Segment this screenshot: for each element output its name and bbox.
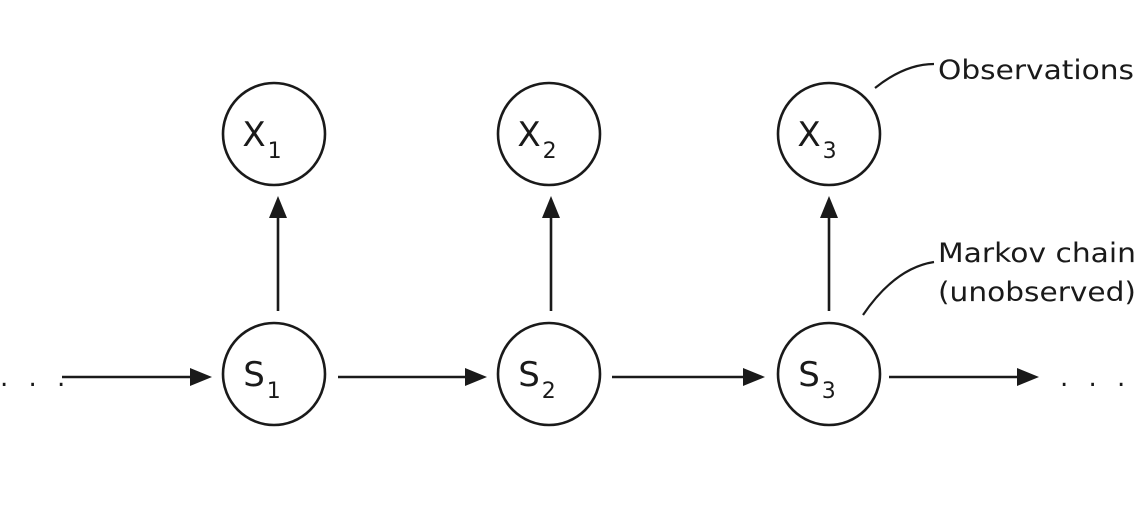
observations-leader (874, 62, 935, 89)
chain-arrow-s1-s2 (338, 368, 487, 386)
node-x2-subscript: 2 (543, 139, 557, 164)
node-x3-subscript: 3 (823, 139, 837, 164)
node-x3-letter: X (797, 115, 820, 155)
markov-chain-label: Markov chain (938, 238, 1136, 269)
node-s3: S3 (776, 321, 882, 427)
emission-arrow-s2-x2 (542, 196, 560, 311)
observations-label: Observations (938, 55, 1134, 86)
svg-text:S3: S3 (798, 355, 836, 404)
chain-arrow-out (889, 368, 1039, 386)
node-s2-letter: S (518, 355, 540, 395)
svg-text:S1: S1 (243, 355, 281, 404)
svg-text:X2: X2 (517, 115, 556, 164)
node-x1: X1 (221, 81, 327, 187)
chain-arrow-s2-s3 (612, 368, 765, 386)
node-s1-subscript: 1 (267, 379, 281, 404)
ellipsis-right: . . . (1060, 363, 1131, 393)
svg-text:S2: S2 (518, 355, 556, 404)
node-x3: X3 (776, 81, 882, 187)
node-s2: S2 (496, 321, 602, 427)
markov-chain-leader (862, 260, 935, 316)
node-s2-subscript: 2 (542, 379, 556, 404)
node-s3-subscript: 3 (822, 379, 836, 404)
svg-text:X3: X3 (797, 115, 836, 164)
svg-text:X1: X1 (242, 115, 281, 164)
ellipsis-left: . . . (0, 363, 71, 393)
node-s1: S1 (221, 321, 327, 427)
chain-arrow-in (62, 368, 212, 386)
node-s1-letter: S (243, 355, 265, 395)
unobserved-label: (unobserved) (938, 277, 1136, 308)
emission-arrow-s3-x3 (820, 196, 838, 311)
node-s3-letter: S (798, 355, 820, 395)
node-x1-subscript: 1 (268, 139, 282, 164)
node-x1-letter: X (242, 115, 265, 155)
node-x2: X2 (496, 81, 602, 187)
node-x2-letter: X (517, 115, 540, 155)
emission-arrow-s1-x1 (269, 196, 287, 311)
